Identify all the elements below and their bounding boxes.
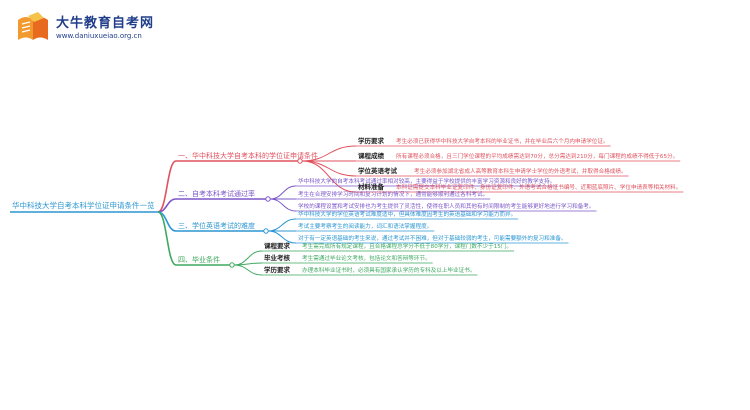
branch-label: 四、毕业条件 bbox=[178, 255, 220, 264]
branch-label: 二、自考本科考试通过率 bbox=[178, 189, 255, 198]
leaf-text: 考生需通过毕业论文考核，包括论文和答辩等环节。 bbox=[302, 254, 431, 262]
leaf-node: 学位英语考试 考生必须参加湖北省成人高等教育本科生申请学士学位的外语考试，并取得合… bbox=[358, 166, 627, 175]
leaf-link bbox=[301, 160, 357, 193]
branch-knot bbox=[263, 228, 269, 234]
branch-knot bbox=[297, 158, 303, 164]
leaf-key: 学位英语考试 bbox=[358, 166, 398, 175]
branch-1: 一、华中科技大学自考本科的学位证申请条件 学历要求 考生必须已获得华中科技大学自考本… bbox=[178, 136, 681, 191]
branch-label: 三、学位英语考试的难度 bbox=[178, 221, 255, 230]
leaf-text: 考生必须已获得华中科技大学自考本科的毕业证书，并在毕业后六个月内申请学位证。 bbox=[396, 137, 609, 145]
leaf-text: 华中科技大学的学位英语考试难度适中，但具体难度因考生的英语基础和学习能力而异。 bbox=[298, 210, 516, 218]
leaf-node: 考试主要考察考生的阅读能力，词汇和语法掌握程度。 bbox=[298, 222, 432, 230]
leaf-link bbox=[301, 160, 357, 177]
leaf-key: 课程要求 bbox=[264, 241, 291, 250]
leaf-key: 学历要求 bbox=[264, 265, 291, 274]
leaf-text: 本科证需提交本科毕业证复印件、身份证复印件、外语考试合格证书编号、近期蓝底照片、… bbox=[396, 183, 681, 191]
leaf-node: 毕业考核 考生需通过毕业论文考核，包括论文和答辩等环节。 bbox=[264, 253, 431, 262]
leaf-node: 华中科技大学的学位英语考试难度适中，但具体难度因考生的英语基础和学习能力而异。 bbox=[298, 210, 516, 218]
leaf-text: 办理本科毕业证书时，必须具有国家承认学历的专科及以上毕业证书。 bbox=[302, 266, 475, 274]
brand-title: 大牛教育自考网 bbox=[56, 16, 155, 31]
branch-3: 三、学位英语考试的难度 华中科技大学的学位英语考试难度适中，但具体难度因考生的英语… bbox=[178, 210, 567, 242]
leaf-node: 材料准备 本科证需提交本科毕业证复印件、身份证复印件、外语考试合格证书编号、近期蓝… bbox=[357, 182, 681, 191]
leaf-key: 毕业考核 bbox=[264, 253, 291, 262]
leaf-node: 学历要求 考生必须已获得华中科技大学自考本科的毕业证书，并在毕业后六个月内申请学位… bbox=[358, 136, 609, 145]
branch-knot bbox=[265, 196, 271, 202]
root-node: 华中科技大学自考本科学位证申请条件一览 bbox=[12, 200, 155, 210]
leaf-node: 对于有一定英语基础的考生来说，通过考试并不困难，但对于基础较弱的考生，可能需要额… bbox=[298, 234, 567, 242]
leaf-link bbox=[267, 230, 297, 244]
leaf-node: 学历要求 办理本科毕业证书时，必须具有国家承认学历的专科及以上毕业证书。 bbox=[264, 265, 475, 274]
leaf-text: 考生在合理安排学习时间和复习计划的情况下，通常能够顺利通过各科考试。 bbox=[298, 190, 488, 198]
branch-link bbox=[157, 211, 177, 266]
leaf-link bbox=[267, 218, 297, 232]
leaf-text: 对于有一定英语基础的考生来说，通过考试并不困难，但对于基础较弱的考生，可能需要额… bbox=[298, 234, 567, 242]
branch-label: 一、华中科技大学自考本科的学位证申请条件 bbox=[178, 151, 318, 160]
leaf-key: 课程成绩 bbox=[358, 151, 385, 160]
leaf-key: 学历要求 bbox=[358, 136, 385, 145]
leaf-node: 课程要求 考生需完成所有规定课程，且合格课程总学分不低于80学分，课程门数不少于1… bbox=[264, 241, 512, 250]
leaf-node: 华中科技大学的自考本科考试通过率相对较高，主要得益于学校提供的丰富学习资源和良好… bbox=[298, 177, 555, 185]
brand-header: 大牛教育自考网 www.daniuxueiao.org.cn bbox=[14, 10, 214, 46]
leaf-text: 所有课程必须合格，且三门学位课程的平均成绩需达到70分，总分需达到210分，每门… bbox=[396, 152, 678, 160]
leaf-text: 考试主要考察考生的阅读能力，词汇和语法掌握程度。 bbox=[298, 222, 432, 230]
branch-knot bbox=[229, 262, 235, 268]
leaf-link bbox=[233, 264, 263, 276]
leaf-node: 学校的课程设置和考试安排也为考生提供了灵活性，使得在职人员和其他有时间限制的考生… bbox=[298, 202, 594, 210]
leaf-text: 考生必须参加湖北省成人高等教育本科生申请学士学位的外语考试，并取得合格成绩。 bbox=[414, 167, 627, 175]
leaf-text: 学校的课程设置和考试安排也为考生提供了灵活性，使得在职人员和其他有时间限制的考生… bbox=[298, 202, 594, 210]
leaf-node: 考生在合理安排学习时间和复习计划的情况下，通常能够顺利通过各科考试。 bbox=[298, 190, 488, 198]
leaf-key: 材料准备 bbox=[357, 182, 385, 191]
branch-link bbox=[157, 160, 177, 213]
branch-4: 四、毕业条件 课程要求 考生需完成所有规定课程，且合格课程总学分不低于80学分，课程… bbox=[178, 241, 512, 274]
branch-2: 二、自考本科考试通过率 华中科技大学的自考本科考试通过率相对较高，主要得益于学校提… bbox=[178, 177, 594, 210]
leaf-link bbox=[269, 185, 297, 200]
leaf-link bbox=[269, 198, 297, 212]
brand-url: www.daniuxueiao.org.cn bbox=[56, 32, 142, 40]
leaf-text: 华中科技大学的自考本科考试通过率相对较高，主要得益于学校提供的丰富学习资源和良好… bbox=[298, 177, 555, 185]
book-logo-icon bbox=[18, 12, 48, 40]
leaf-text: 考生需完成所有规定课程，且合格课程总学分不低于80学分，课程门数不少于15门。 bbox=[302, 242, 512, 250]
leaf-node: 课程成绩 所有课程必须合格，且三门学位课程的平均成绩需达到70分，总分需达到210… bbox=[358, 151, 678, 160]
